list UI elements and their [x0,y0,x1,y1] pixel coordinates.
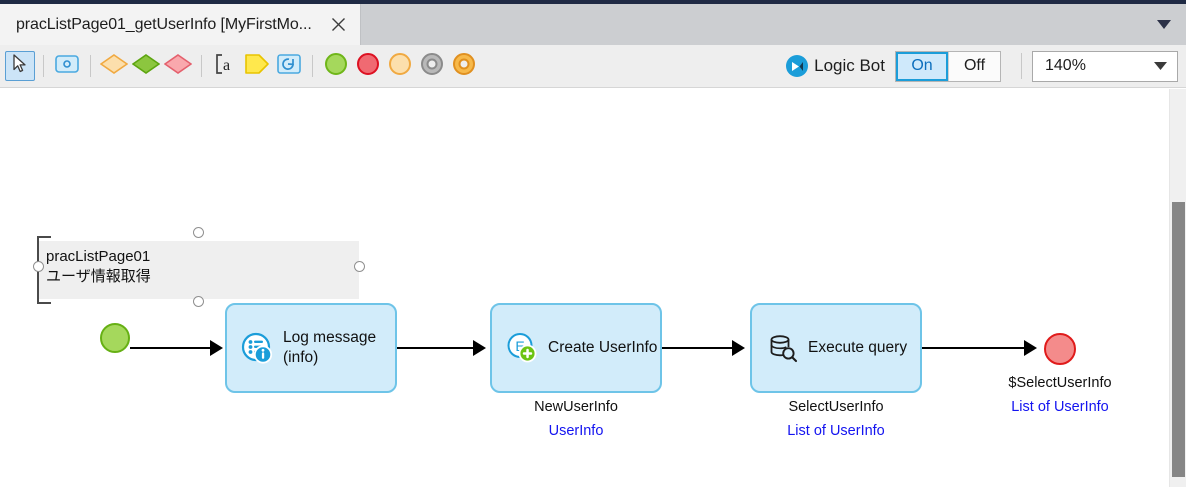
flow-connector-3[interactable] [662,347,734,349]
decision-orange-tool[interactable] [99,51,129,81]
select-pointer-tool[interactable] [5,51,35,81]
loop-tool[interactable] [274,51,304,81]
donut-orange-icon [452,52,476,81]
resize-handle-left[interactable] [33,261,44,272]
loop-refresh-icon [277,53,301,79]
continue-event-tool[interactable] [385,51,415,81]
diamond-red-icon [163,53,193,79]
execute-query-caption: SelectUserInfo [788,399,884,415]
end-event-caption: $SelectUserInfo [1008,375,1112,391]
decision-red-tool[interactable] [163,51,193,81]
create-object-type: UserInfo [548,423,604,439]
toolbar-divider [90,55,91,77]
tab-prac-list-page-get-user-info[interactable]: pracListPage01_getUserInfo [MyFirstMo... [0,4,361,45]
logic-bot-control: Logic Bot On Off [786,50,1001,82]
end-event-type: List of UserInfo [1011,399,1109,415]
circle-orange-icon [388,52,412,81]
parameter-label: pracListPage01 ユーザ情報取得 [46,248,151,285]
tab-bar-spacer [361,4,1142,45]
resize-handle-bottom[interactable] [193,296,204,307]
toolbar-divider [201,55,202,77]
create-object-caption: NewUserInfo [534,399,618,415]
log-message-info-icon [239,330,275,366]
flow-arrowhead-3 [732,340,745,356]
flow-connector-4[interactable] [922,347,1026,349]
logic-bot-icon [786,55,809,77]
flow-connector-1[interactable] [130,347,212,349]
diamond-orange-icon [99,53,129,79]
log-message-label: Log message (info) [283,329,377,366]
microflow-canvas[interactable]: pracListPage01 ユーザ情報取得 [0,89,1169,487]
svg-text:E: E [515,338,524,354]
execute-query-type: List of UserInfo [787,423,885,439]
flow-arrowhead-2 [473,340,486,356]
toolbar-divider [312,55,313,77]
logic-bot-off-button[interactable]: Off [948,51,1000,81]
start-event[interactable] [100,323,130,353]
zoom-level-select[interactable]: 140% [1032,50,1178,82]
toolbar-divider [43,55,44,77]
circle-green-icon [324,52,348,81]
cursor-arrow-icon [11,54,30,78]
create-object-label: Create UserInfo [548,339,658,357]
resize-handle-top[interactable] [193,227,204,238]
execute-query-icon [764,330,800,366]
close-icon[interactable] [328,14,350,36]
break-event-tool[interactable] [417,51,447,81]
vertical-scrollbar[interactable] [1169,89,1186,487]
yellow-pennant-icon [244,53,270,80]
zoom-level-value: 140% [1045,57,1086,74]
annotation-tool[interactable]: a [210,51,240,81]
flow-connector-2[interactable] [397,347,475,349]
vertical-scrollbar-thumb[interactable] [1172,202,1185,477]
decision-green-tool[interactable] [131,51,161,81]
activity-tool[interactable] [52,51,82,81]
flow-arrowhead-4 [1024,340,1037,356]
text-annotation-icon: a [215,53,235,80]
circle-red-icon [356,52,380,81]
parameter-tool[interactable] [242,51,272,81]
error-event-tool[interactable] [449,51,479,81]
tab-label: pracListPage01_getUserInfo [MyFirstMo... [16,15,312,33]
flow-arrowhead-1 [210,340,223,356]
toolbar-divider [1021,53,1022,79]
tab-overflow-chevron-down-icon[interactable] [1142,4,1186,45]
tab-bar: pracListPage01_getUserInfo [MyFirstMo... [0,0,1186,45]
diamond-green-icon [131,53,161,79]
logic-bot-label: Logic Bot [814,56,885,75]
svg-text:a: a [223,57,230,74]
logic-bot-toggle-group: On Off [895,50,1001,82]
log-message-activity[interactable]: Log message (info) [225,303,397,393]
logic-bot-on-button[interactable]: On [896,51,948,81]
execute-query-label: Execute query [808,339,908,357]
execute-query-activity[interactable]: Execute query [750,303,922,393]
donut-gray-icon [420,52,444,81]
editor-toolbar: a [0,45,1186,88]
start-event-tool[interactable] [321,51,351,81]
end-event-tool[interactable] [353,51,383,81]
resize-handle-right[interactable] [354,261,365,272]
rounded-rect-icon [55,54,79,78]
create-object-icon: E [504,330,540,366]
create-object-activity[interactable]: E Create UserInfo [490,303,662,393]
end-event[interactable] [1044,333,1076,365]
chevron-down-icon [1154,57,1167,75]
